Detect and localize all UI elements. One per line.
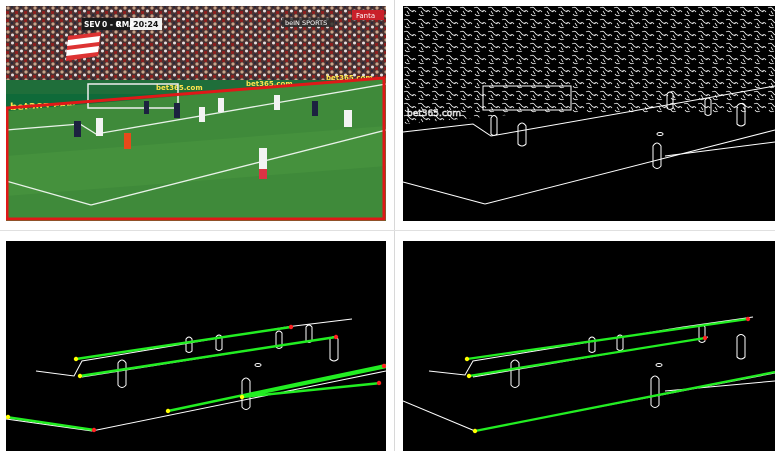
corner-ad: Fanta xyxy=(356,12,375,20)
match-clock: 20:24 xyxy=(133,20,159,29)
column-divider xyxy=(394,0,395,451)
line-detection-image-b xyxy=(403,241,775,451)
original-frame-image: bet365.com bet365.com bet365.com bet365.… xyxy=(6,6,386,221)
scoreboard: SEV 0 - 0 RMA 20:24 xyxy=(82,18,162,30)
line-detection-panel-b xyxy=(403,241,775,451)
ad-text-edge: bet365.com xyxy=(407,109,461,119)
broadcaster-logo: beIN SPORTS xyxy=(285,19,327,27)
ad-text-2: bet365.com xyxy=(156,84,203,92)
line-detection-image-a xyxy=(6,241,386,451)
line-detection-panel-a xyxy=(6,241,386,451)
edge-map-image: bet365.com xyxy=(403,6,775,221)
edge-map-panel: bet365.com xyxy=(403,6,775,221)
home-team: SEV xyxy=(84,20,101,29)
original-frame-panel: bet365.com bet365.com bet365.com bet365.… xyxy=(6,6,386,221)
row-divider xyxy=(0,230,775,231)
